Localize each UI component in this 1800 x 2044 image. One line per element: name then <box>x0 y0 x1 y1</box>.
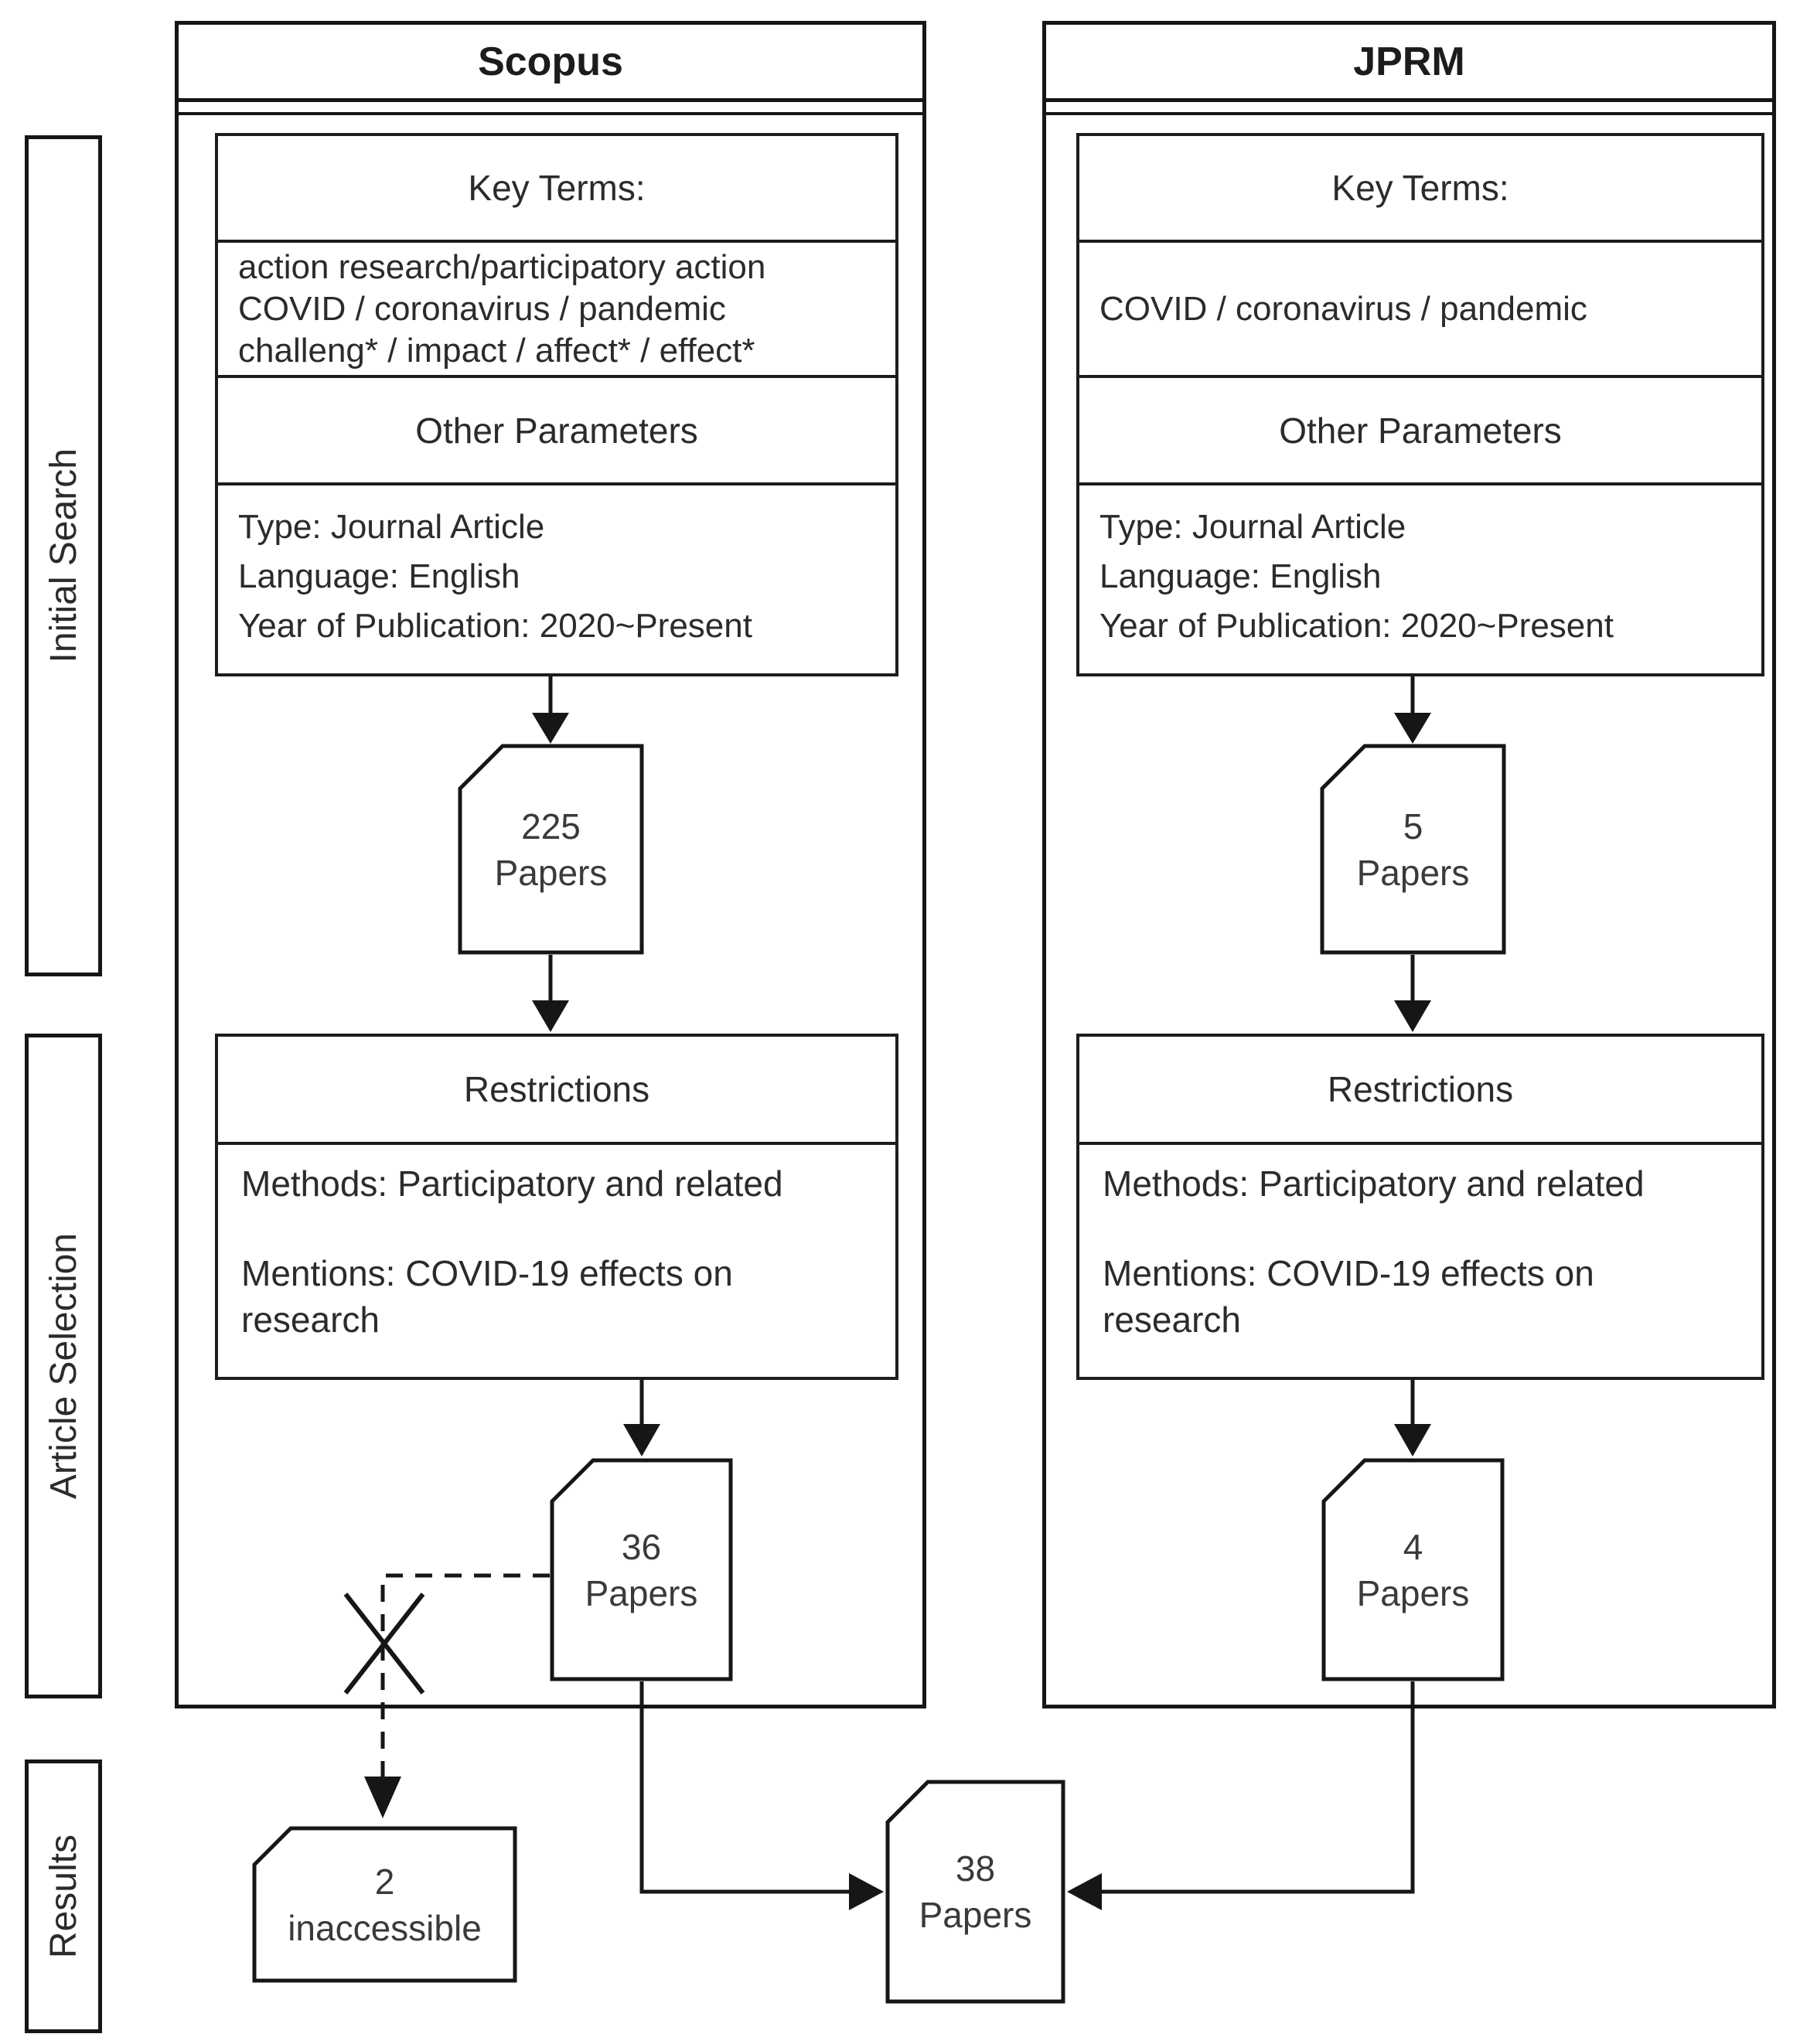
scopus-restrictions-box: Restrictions Methods: Participatory and … <box>215 1034 898 1380</box>
jprm-column: JPRM <box>1042 21 1776 1708</box>
jprm-restriction-mentions: Mentions: COVID-19 effects on research <box>1103 1253 1594 1340</box>
jprm-search-parameters: Key Terms: COVID / coronavirus / pandemi… <box>1076 133 1764 676</box>
excluded-count: 2 <box>374 1861 395 1902</box>
jprm-to-selected-arrow <box>1394 1380 1431 1456</box>
jprm-selected-unit: Papers <box>1356 1572 1470 1613</box>
exclusion-dashed-arrow <box>364 1573 550 1818</box>
scopus-initial-unit: Papers <box>494 852 608 893</box>
jprm-title-underline <box>1046 112 1772 115</box>
excluded-unit: inaccessible <box>288 1907 482 1948</box>
scopus-column: Scopus <box>175 21 926 1708</box>
jprm-initial-count: 5 <box>1403 806 1423 847</box>
stage-rail-results: Results <box>25 1760 102 2033</box>
jprm-params-arrow <box>1394 676 1431 744</box>
scopus-column-title: Scopus <box>179 25 922 102</box>
scopus-initial-count: 225 <box>521 806 581 847</box>
x-mark <box>343 1593 425 1695</box>
excluded-result-document: 2 inaccessible <box>252 1826 517 1983</box>
scopus-selected-unit: Papers <box>585 1572 698 1613</box>
scopus-other-parameters-list: Type: Journal Article Language: English … <box>218 485 895 667</box>
document-shape <box>458 744 644 955</box>
scopus-restrictions-body: Methods: Participatory and related Menti… <box>218 1145 895 1343</box>
jprm-key-terms-header: Key Terms: <box>1079 136 1761 243</box>
jprm-selected-count: 4 <box>1403 1526 1423 1567</box>
jprm-key-terms-list: COVID / coronavirus / pandemic <box>1079 243 1761 378</box>
scopus-key-term: COVID / coronavirus / pandemic <box>238 289 726 328</box>
jprm-initial-unit: Papers <box>1356 852 1470 893</box>
scopus-restrictions-header: Restrictions <box>218 1037 895 1145</box>
document-shape <box>885 1780 1065 2004</box>
document-shape <box>1320 744 1506 955</box>
jprm-parameter: Language: English <box>1099 557 1382 595</box>
scopus-parameter: Year of Publication: 2020~Present <box>238 606 752 645</box>
jprm-other-parameters-list: Type: Journal Article Language: English … <box>1079 485 1761 667</box>
jprm-restrictions-body: Methods: Participatory and related Menti… <box>1079 1145 1761 1343</box>
scopus-key-terms-list: action research/participatory action COV… <box>218 243 895 378</box>
stage-label-article-selection: Article Selection <box>43 1232 84 1500</box>
scopus-search-parameters: Key Terms: action research/participatory… <box>215 133 898 676</box>
scopus-selected-result-document: 36 Papers <box>550 1458 733 1681</box>
document-shape <box>550 1458 733 1681</box>
scopus-restriction-mentions: Mentions: COVID-19 effects on research <box>241 1253 733 1340</box>
jprm-parameter: Type: Journal Article <box>1099 507 1406 546</box>
stage-label-results: Results <box>43 1834 84 1959</box>
jprm-initial-result-document: 5 Papers <box>1320 744 1506 955</box>
scopus-key-term: action research/participatory action <box>238 247 766 286</box>
scopus-other-parameters-header: Other Parameters <box>218 378 895 485</box>
final-count: 38 <box>955 1848 996 1889</box>
document-shape <box>1321 1458 1505 1681</box>
scopus-parameter: Language: English <box>238 557 520 595</box>
stage-label-initial-search: Initial Search <box>43 448 84 663</box>
jprm-other-parameters-header: Other Parameters <box>1079 378 1761 485</box>
scopus-to-final-connector <box>639 1681 884 1910</box>
scopus-restriction-methods: Methods: Participatory and related <box>241 1163 783 1204</box>
jprm-parameter: Year of Publication: 2020~Present <box>1099 606 1614 645</box>
scopus-parameter: Type: Journal Article <box>238 507 545 546</box>
jprm-to-restrictions-arrow <box>1394 955 1431 1032</box>
jprm-column-title: JPRM <box>1046 25 1772 102</box>
scopus-params-arrow <box>532 676 569 744</box>
jprm-to-final-connector <box>1067 1681 1415 1910</box>
scopus-key-terms-header: Key Terms: <box>218 136 895 243</box>
final-result-document: 38 Papers <box>885 1780 1065 2004</box>
jprm-restriction-methods: Methods: Participatory and related <box>1103 1163 1645 1204</box>
scopus-to-selected-arrow <box>623 1380 660 1456</box>
jprm-restrictions-box: Restrictions Methods: Participatory and … <box>1076 1034 1764 1380</box>
document-shape <box>252 1826 517 1983</box>
scopus-key-term: challeng* / impact / affect* / effect* <box>238 331 755 370</box>
stage-rail-initial-search: Initial Search <box>25 135 102 976</box>
scopus-initial-result-document: 225 Papers <box>458 744 644 955</box>
jprm-key-term: COVID / coronavirus / pandemic <box>1099 289 1587 328</box>
scopus-to-restrictions-arrow <box>532 955 569 1032</box>
scopus-title-underline <box>179 112 922 115</box>
jprm-selected-result-document: 4 Papers <box>1321 1458 1505 1681</box>
final-unit: Papers <box>919 1895 1032 1935</box>
scopus-selected-count: 36 <box>621 1526 662 1567</box>
jprm-restrictions-header: Restrictions <box>1079 1037 1761 1145</box>
stage-rail-article-selection: Article Selection <box>25 1034 102 1698</box>
